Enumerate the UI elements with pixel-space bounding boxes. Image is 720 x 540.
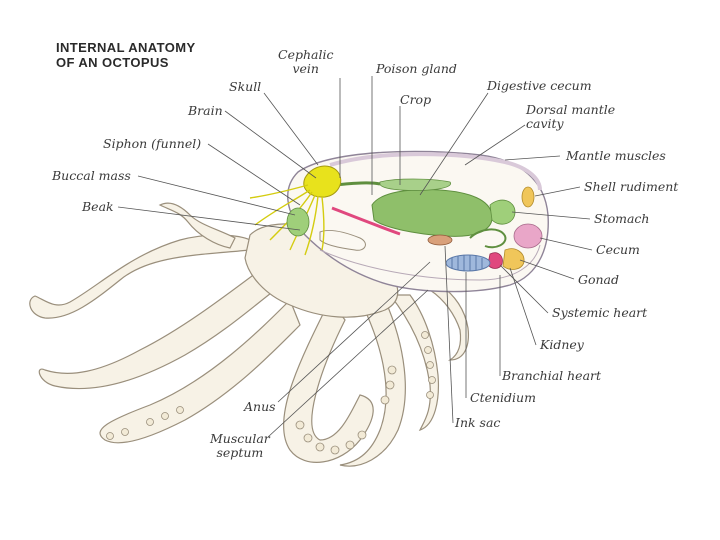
ink-sac-organ (428, 235, 452, 245)
label-ctenidium: Ctenidium (470, 391, 536, 405)
label-cephalic-vein: Cephalic vein (278, 48, 333, 76)
label-crop: Crop (400, 93, 431, 107)
label-skull: Skull (229, 80, 261, 94)
label-shell-rudiment: Shell rudiment (584, 180, 678, 194)
label-systemic-heart: Systemic heart (552, 306, 647, 320)
label-beak: Beak (82, 200, 114, 214)
label-digestive-cecum: Digestive cecum (487, 79, 592, 93)
label-stomach: Stomach (594, 212, 649, 226)
tentacle-right-3 (430, 285, 468, 360)
cecum-organ (514, 224, 542, 248)
label-ink-sac: Ink sac (455, 416, 500, 430)
label-anus: Anus (244, 400, 276, 414)
ctenidium-organ (446, 255, 490, 271)
label-poison-gland: Poison gland (376, 62, 457, 76)
label-gonad: Gonad (578, 273, 619, 287)
label-cecum: Cecum (596, 243, 640, 257)
label-dorsal-mantle-cavity: Dorsal mantle cavity (526, 103, 615, 131)
label-siphon: Siphon (funnel) (103, 137, 201, 151)
label-muscular-septum: Muscular septum (210, 432, 270, 460)
buccal-mass-organ (287, 208, 309, 236)
esophagus (335, 183, 380, 185)
label-brain: Brain (188, 104, 223, 118)
label-kidney: Kidney (540, 338, 584, 352)
systemic-heart-organ (488, 253, 502, 269)
crop (380, 179, 451, 191)
label-branchial-heart: Branchial heart (502, 369, 601, 383)
shell-rudiment (522, 187, 534, 207)
label-buccal-mass: Buccal mass (52, 169, 131, 183)
stomach (490, 200, 515, 224)
label-mantle-muscles: Mantle muscles (566, 149, 666, 163)
